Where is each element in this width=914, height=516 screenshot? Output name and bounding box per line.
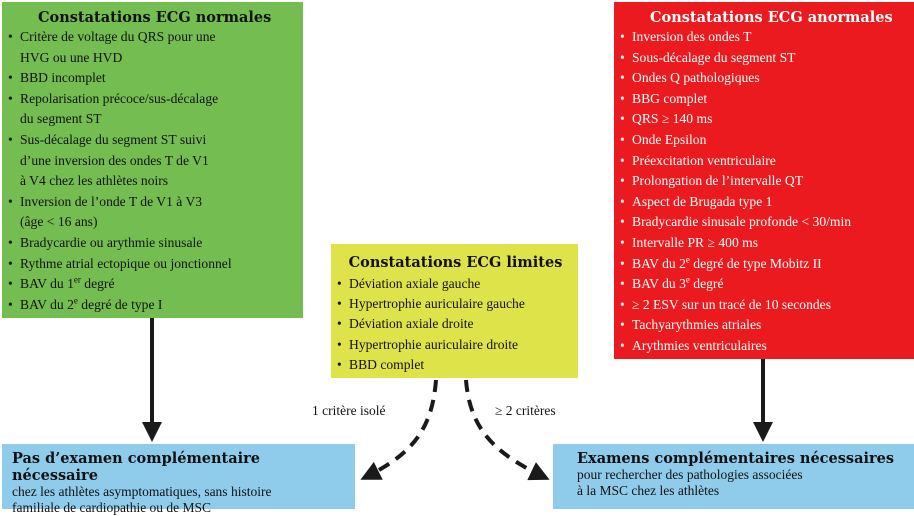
list-item-sup: e (73, 295, 78, 306)
abnormal-findings-list: Inversion des ondes T Sous-décalage du se… (620, 27, 910, 357)
abnormal-findings-title: Constatations ECG anormales (650, 9, 893, 26)
list-item: Repolarisation précoce/sus-décalage du se… (8, 89, 299, 130)
list-item: BBD complet (337, 355, 574, 375)
list-item-line: Inversion de l’onde T de V1 à V3 (20, 193, 203, 209)
list-item: Onde Epsilon (620, 130, 910, 151)
list-item-line: Ondes Q pathologiques (632, 70, 760, 86)
list-item-line: Onde Epsilon (632, 131, 707, 147)
borderline-findings-title: Constatations ECG limites (348, 254, 563, 271)
list-item-post: degré (80, 276, 115, 292)
list-item: ≥ 2 ESV sur un tracé de 10 secondes (620, 295, 910, 316)
list-item-line: Repolarisation précoce/sus-décalage (20, 90, 219, 106)
borderline-findings-list: Déviation axiale gaucheHypertrophie auri… (337, 274, 574, 375)
list-item-line: Aspect de Brugada type 1 (632, 193, 773, 209)
edge-label-isolated-criterion: 1 critère isolé (312, 403, 386, 419)
list-item: Déviation axiale droite (337, 314, 574, 334)
list-item-line: Bradycardie sinusale profonde < 30/min (632, 214, 852, 230)
abnormal-findings-box: Constatations ECG anormales Inversion de… (614, 2, 914, 359)
list-item-line: ≥ 2 ESV sur un tracé de 10 secondes (632, 296, 831, 312)
list-item: Sous-décalage du segment ST (620, 48, 910, 69)
list-item: Arythmies ventriculaires (620, 336, 910, 357)
no-exam-result-box: Pas d’examen complémentaire nécessaire c… (2, 444, 355, 515)
exams-required-result-title: Examens complémentaires nécessaires (577, 450, 894, 467)
arrow-limit-to-exams-dashed (464, 379, 550, 481)
list-item-line: Bradycardie ou arythmie sinusale (20, 234, 203, 250)
list-item-sup: e (685, 274, 690, 285)
list-item-post: degré de type I (77, 296, 163, 312)
arrow-limit-to-no-exam-dashed (360, 379, 438, 480)
list-item: Préexcitation ventriculaire (620, 151, 910, 172)
normal-findings-box: Constatations ECG normales Critère de vo… (2, 2, 303, 318)
list-item: BAV du 1er degré (8, 274, 299, 295)
list-item: Tachyarythmies atriales (620, 315, 910, 336)
no-exam-result-line2: familiale de cardiopathie ou de MSC (12, 500, 212, 515)
list-item: Intervalle PR ≥ 400 ms (620, 233, 910, 254)
list-item-line: Préexcitation ventriculaire (632, 152, 776, 168)
list-item-sup: er (73, 274, 81, 285)
exams-required-result-line2: à la MSC chez les athlètes (577, 483, 720, 498)
list-item-line: (âge < 16 ans) (20, 214, 98, 230)
list-item-pre: BAV du 3 (632, 276, 686, 292)
list-item-line: Sous-décalage du segment ST (632, 49, 796, 65)
list-item: Prolongation de l’intervalle QT (620, 171, 910, 192)
list-item: Déviation axiale gauche (337, 274, 574, 294)
list-item-post: degré (689, 276, 724, 292)
list-item: Inversion des ondes T (620, 27, 910, 48)
list-item-sup: e (685, 254, 690, 264)
list-item-line: à V4 chez les athlètes noirs (20, 173, 169, 189)
list-item-line: Rythme atrial ectopique ou jonctionnel (20, 255, 232, 271)
list-item: BAV du 2e degré de type Mobitz II (620, 254, 910, 275)
list-item: Sus-décalage du segment ST suivi d’une in… (8, 130, 299, 192)
list-item-line: Arythmies ventriculaires (632, 337, 767, 353)
list-item-line: Critère de voltage du QRS pour une (20, 29, 216, 44)
list-item-line: BBG complet (632, 90, 708, 106)
list-item-line: Tachyarythmies atriales (632, 317, 762, 333)
edge-label-multiple-criteria: ≥ 2 critères (495, 403, 556, 419)
list-item: Hypertrophie auriculaire droite (337, 335, 574, 355)
list-item: BBD incomplet (8, 68, 299, 89)
list-item-line: QRS ≥ 140 ms (632, 111, 713, 127)
list-item-line: Prolongation de l’intervalle QT (632, 173, 804, 189)
list-item: Bradycardie sinusale profonde < 30/min (620, 212, 910, 233)
list-item-pre: BAV du 1 (20, 276, 74, 292)
list-item-line: HVG ou une HVD (20, 49, 123, 65)
list-item-line: d’une inversion des ondes T de V1 (20, 152, 209, 168)
list-item: Ondes Q pathologiques (620, 68, 910, 89)
no-exam-result-title: Pas d’examen complémentaire nécessaire (12, 450, 261, 484)
list-item: BBG complet (620, 89, 910, 110)
list-item: Hypertrophie auriculaire gauche (337, 294, 574, 314)
exams-required-result-line1: pour rechercher des pathologies associée… (577, 467, 803, 482)
list-item: BAV du 3e degré (620, 274, 910, 295)
list-item: Rythme atrial ectopique ou jonctionnel (8, 254, 299, 275)
list-item: QRS ≥ 140 ms (620, 109, 910, 130)
list-item-line: Inversion des ondes T (632, 29, 752, 44)
list-item-line: Sus-décalage du segment ST suivi (20, 131, 207, 147)
list-item-pre: BAV du 2 (632, 255, 686, 271)
normal-findings-title: Constatations ECG normales (38, 9, 272, 26)
list-item-line: Intervalle PR ≥ 400 ms (632, 234, 759, 250)
list-item-line: du segment ST (20, 111, 102, 127)
borderline-findings-box: Constatations ECG limites Déviation axia… (331, 244, 578, 378)
list-item: BAV du 2e degré de type I (8, 295, 299, 316)
no-exam-result-line1: chez les athlètes asymptomatiques, sans … (12, 484, 272, 499)
list-item: Inversion de l’onde T de V1 à V3 (âge < 1… (8, 192, 299, 233)
exams-required-result-box: Examens complémentaires nécessaires pour… (553, 444, 914, 509)
list-item: Aspect de Brugada type 1 (620, 192, 910, 213)
list-item: Bradycardie ou arythmie sinusale (8, 233, 299, 254)
list-item-line: BBD incomplet (20, 70, 106, 86)
list-item-post: degré de type Mobitz II (689, 255, 822, 271)
list-item-pre: BAV du 2 (20, 296, 74, 312)
